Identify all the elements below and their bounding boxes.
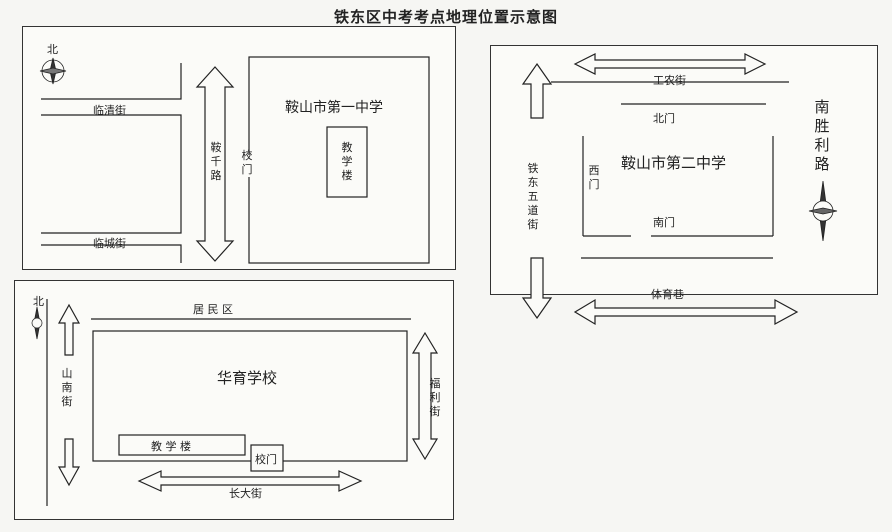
north-label: 北 — [47, 43, 58, 56]
block-top-left — [41, 63, 182, 100]
school-name: 华育学校 — [217, 369, 278, 387]
school-3-campus — [92, 330, 408, 462]
gate-label: 校门 — [241, 149, 253, 176]
nanshengli-road: 南胜利路 — [814, 98, 830, 173]
map-school-3: 北 居 民 区 华育学校 山南街 福利街 教 学 楼 校门 长大街 — [14, 280, 454, 520]
building-label: 教 学 楼 — [151, 440, 191, 453]
lincheng-street: 临城街 — [93, 237, 126, 250]
gate-box — [250, 444, 284, 472]
gate-label: 校门 — [255, 453, 277, 466]
fuli-street: 福利街 — [429, 377, 441, 418]
map3-roads — [31, 299, 439, 506]
block-bottom-left — [41, 244, 182, 263]
anqian-road: 鞍千路 — [210, 141, 222, 182]
tiedong-5th-street: 铁东五道街 — [527, 162, 539, 231]
north-label: 北 — [33, 295, 44, 308]
single-arrow-icon — [521, 62, 553, 320]
page-title: 铁东区中考考点地理位置示意图 — [333, 8, 558, 26]
shannan-street: 山南街 — [61, 367, 73, 408]
block-mid-left — [41, 114, 182, 234]
map1-roads — [39, 56, 430, 264]
linqing-street: 临清街 — [93, 104, 126, 117]
south-gate-label: 南门 — [653, 216, 675, 229]
double-arrow-icon — [137, 331, 439, 492]
map2-roads — [521, 53, 838, 326]
building-1 — [326, 126, 368, 198]
double-arrow-icon — [573, 53, 799, 326]
single-arrow-icon — [57, 303, 81, 487]
school-1-campus — [248, 56, 430, 264]
west-gate-label: 西门 — [588, 164, 600, 191]
compass-rose-icon — [31, 306, 43, 340]
double-arrow-icon — [195, 66, 235, 262]
map-school-2: 工农街 北门 西门 鞍山市第二中学 南门 铁东五道街 南胜利路 体育巷 — [490, 45, 878, 326]
school-name: 鞍山市第一中学 — [285, 100, 383, 116]
map-school-1: 北 临清街 临城街 鞍千路 校门 鞍山市第一中学 教学楼 — [22, 26, 456, 270]
compass-rose-icon — [39, 57, 67, 85]
building-label: 教学楼 — [341, 141, 353, 182]
school-name: 鞍山市第二中学 — [621, 154, 727, 172]
tiyu-lane: 体育巷 — [651, 288, 684, 301]
gongnong-street: 工农街 — [653, 74, 686, 87]
residential-area: 居 民 区 — [193, 303, 233, 316]
building-3 — [118, 434, 246, 456]
changda-street: 长大街 — [229, 487, 262, 500]
north-gate-label: 北门 — [653, 112, 675, 125]
compass-rose-icon — [808, 180, 838, 242]
